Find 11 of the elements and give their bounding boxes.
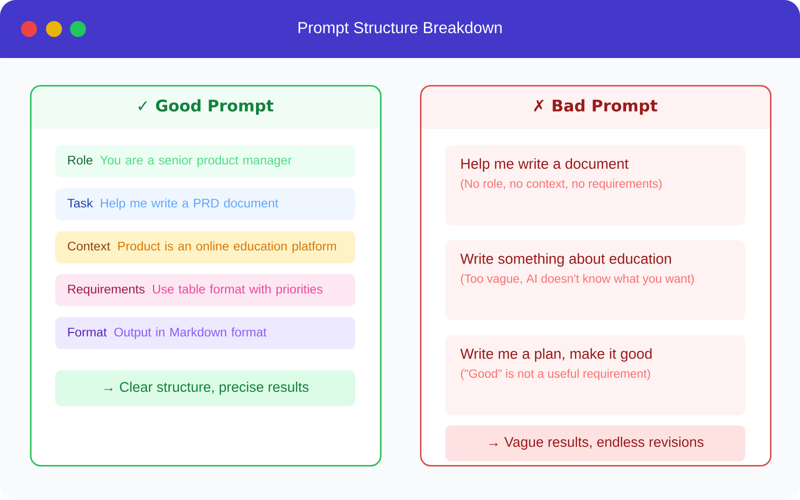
example-box: Write something about education (Too vague, AI doesn't know what you want) — [445, 240, 746, 320]
prompt-part-row: Role You are a senior product manager — [55, 145, 356, 178]
prompt-part-row: Context Product is an online education platform — [55, 231, 356, 264]
prompt-part-row: Task Help me write a PRD document — [55, 188, 356, 220]
example-box: Help me write a document (No role, no context, no requirements) — [445, 145, 746, 226]
prompt-part-row: Requirements Use table format with priorities — [55, 274, 356, 306]
example-box: Write me a plan, make it good ("Good" is not a useful requirement) — [445, 335, 746, 416]
title-bar: Prompt Structure Breakdown — [0, 0, 800, 58]
result-box: → Clear structure, precise results — [55, 370, 356, 406]
result-box: → Vague results, endless revisions — [445, 425, 746, 462]
prompt-part-row: Format Output in Markdown format — [55, 317, 356, 350]
